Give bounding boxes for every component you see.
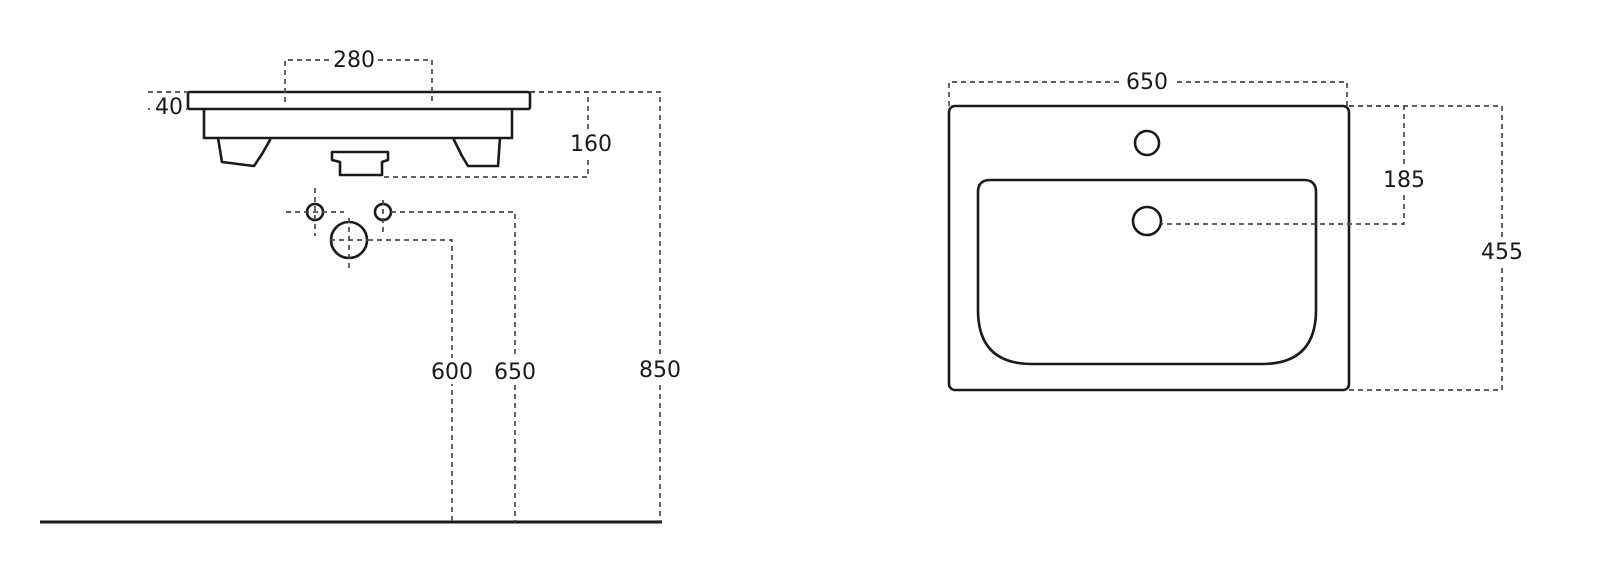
dim-280-lines <box>284 59 433 102</box>
basin-body-side <box>202 107 514 140</box>
side-view: 280 40 160 600 650 850 <box>40 46 684 524</box>
dim-width-lines <box>948 81 1348 106</box>
drain-outlet-side <box>330 150 390 177</box>
dim-rim-thickness: 40 <box>155 95 183 120</box>
dim-185-lines <box>1161 105 1405 225</box>
dim-basin-depth: 160 <box>570 132 612 157</box>
dim-total-height: 850 <box>639 358 681 383</box>
dim-tap-to-drain: 185 <box>1383 168 1425 193</box>
drain-hole <box>1131 205 1163 237</box>
basin-right-foot <box>452 136 502 168</box>
dim-width: 650 <box>1126 70 1168 95</box>
dim-tap-spacing: 280 <box>333 48 375 73</box>
dim-600-lines <box>368 239 453 522</box>
top-view: 650 185 455 <box>947 68 1526 392</box>
basin-left-foot <box>216 136 272 168</box>
basin-rim-side <box>186 90 532 111</box>
dim-inlet-height: 650 <box>494 360 536 385</box>
bowl-outline <box>976 178 1318 366</box>
basin-outline-top <box>947 104 1351 392</box>
inlet-centerlines <box>286 188 384 270</box>
tap-hole <box>1133 129 1161 157</box>
dim-455-lines <box>1349 105 1503 391</box>
dim-drain-height: 600 <box>431 360 473 385</box>
dim-depth: 455 <box>1481 240 1523 265</box>
dim-160-lines <box>382 91 589 178</box>
